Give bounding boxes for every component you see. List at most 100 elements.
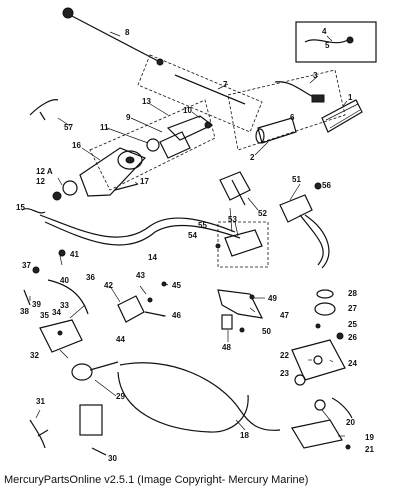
label-37: 37 xyxy=(22,261,31,270)
label-55: 55 xyxy=(198,221,207,230)
image-caption: MercuryPartsOnline v2.5.1 (Image Copyrig… xyxy=(4,474,309,486)
label-12a: 12 A xyxy=(36,167,53,176)
label-43: 43 xyxy=(136,271,145,280)
label-30: 30 xyxy=(108,454,117,463)
label-42: 42 xyxy=(104,281,113,290)
label-11: 11 xyxy=(100,123,109,132)
part-cable-14 xyxy=(39,214,236,238)
part-bracket-42 xyxy=(117,295,145,323)
part-screw-49 xyxy=(249,294,255,300)
part-harness-18b xyxy=(117,371,249,433)
label-35: 35 xyxy=(40,311,49,320)
part-wire-15 xyxy=(21,208,46,214)
part-tube-7 xyxy=(137,54,263,133)
label-24: 24 xyxy=(348,359,357,368)
part-clamp-31 xyxy=(29,419,49,449)
label-23: 23 xyxy=(280,369,289,378)
parts-diagram: 1 2 3 4 5 6 7 8 9 10 11 12 12 A 13 14 15… xyxy=(16,7,377,463)
leader-lines xyxy=(29,31,348,456)
part-washer-28 xyxy=(316,289,334,299)
label-14: 14 xyxy=(148,253,157,262)
label-47: 47 xyxy=(280,311,289,320)
part-plate-9 xyxy=(159,131,191,159)
label-34: 34 xyxy=(52,308,61,317)
part-screw-25 xyxy=(315,323,321,329)
label-4: 4 xyxy=(322,27,327,36)
label-12: 12 xyxy=(36,177,45,186)
label-28: 28 xyxy=(348,289,357,298)
label-38: 38 xyxy=(20,307,29,316)
part-nut-41 xyxy=(58,249,66,257)
label-56: 56 xyxy=(322,181,331,190)
part-plate-30 xyxy=(79,404,103,436)
label-15: 15 xyxy=(16,203,25,212)
part-nut-37 xyxy=(32,266,40,274)
label-52: 52 xyxy=(258,209,267,218)
label-2: 2 xyxy=(250,153,255,162)
callout-labels: 1 2 3 4 5 6 7 8 9 10 11 12 12 A 13 14 15… xyxy=(16,27,374,463)
part-handle-2 xyxy=(255,117,297,144)
label-22: 22 xyxy=(280,351,289,360)
label-3: 3 xyxy=(313,71,318,80)
label-16: 16 xyxy=(72,141,81,150)
label-36: 36 xyxy=(86,273,95,282)
part-connector-3 xyxy=(311,94,325,103)
label-27: 27 xyxy=(348,304,357,313)
part-switch-51 xyxy=(279,194,330,269)
label-53: 53 xyxy=(228,215,237,224)
label-57: 57 xyxy=(64,123,73,132)
label-5: 5 xyxy=(325,41,330,50)
label-51: 51 xyxy=(292,175,301,184)
part-screw-46 xyxy=(144,311,166,317)
label-50: 50 xyxy=(262,327,271,336)
label-40: 40 xyxy=(60,276,69,285)
part-plate-24-hole xyxy=(313,355,323,365)
part-nut-20 xyxy=(314,399,326,411)
part-screw-17 xyxy=(114,183,139,191)
label-39: 39 xyxy=(32,300,41,309)
part-connector-29 xyxy=(71,361,119,381)
part-screw-45 xyxy=(161,281,167,287)
part-nut-26 xyxy=(336,332,344,340)
label-45: 45 xyxy=(172,281,181,290)
label-9: 9 xyxy=(126,113,131,122)
label-1: 1 xyxy=(348,93,353,102)
part-screw-54 xyxy=(215,243,221,249)
frame-lever xyxy=(89,99,216,191)
part-harness-18 xyxy=(119,362,281,431)
label-49: 49 xyxy=(268,294,277,303)
part-housing-16 xyxy=(79,147,147,197)
part-screw-56 xyxy=(314,182,322,190)
label-29: 29 xyxy=(116,392,125,401)
label-46: 46 xyxy=(172,311,181,320)
label-26: 26 xyxy=(348,333,357,342)
label-18: 18 xyxy=(240,431,249,440)
part-box-19 xyxy=(291,419,343,449)
label-17: 17 xyxy=(140,177,149,186)
label-13: 13 xyxy=(142,97,151,106)
part-washer-11 xyxy=(146,138,160,152)
part-wire-3 xyxy=(274,81,316,99)
part-cable-14b xyxy=(44,221,241,246)
part-bracket-52 xyxy=(219,171,251,206)
part-plate-24 xyxy=(291,339,346,381)
part-bracket-47 xyxy=(217,289,264,319)
part-lever-10 xyxy=(166,115,214,141)
label-21: 21 xyxy=(365,445,374,454)
part-plate-32-pin xyxy=(57,330,63,336)
part-plate-53 xyxy=(224,229,263,257)
label-32: 32 xyxy=(30,351,39,360)
label-44: 44 xyxy=(116,335,125,344)
label-41: 41 xyxy=(70,250,79,259)
label-20: 20 xyxy=(346,418,355,427)
part-rod-36 xyxy=(47,279,89,315)
part-screw-38 xyxy=(23,289,31,306)
part-knob-12 xyxy=(52,180,78,201)
label-7: 7 xyxy=(223,80,228,89)
part-wire-20 xyxy=(331,397,353,419)
label-33: 33 xyxy=(60,301,69,310)
label-48: 48 xyxy=(222,343,231,352)
label-6: 6 xyxy=(290,113,295,122)
part-washer-43 xyxy=(147,297,153,303)
part-shaft-8 xyxy=(62,7,164,66)
